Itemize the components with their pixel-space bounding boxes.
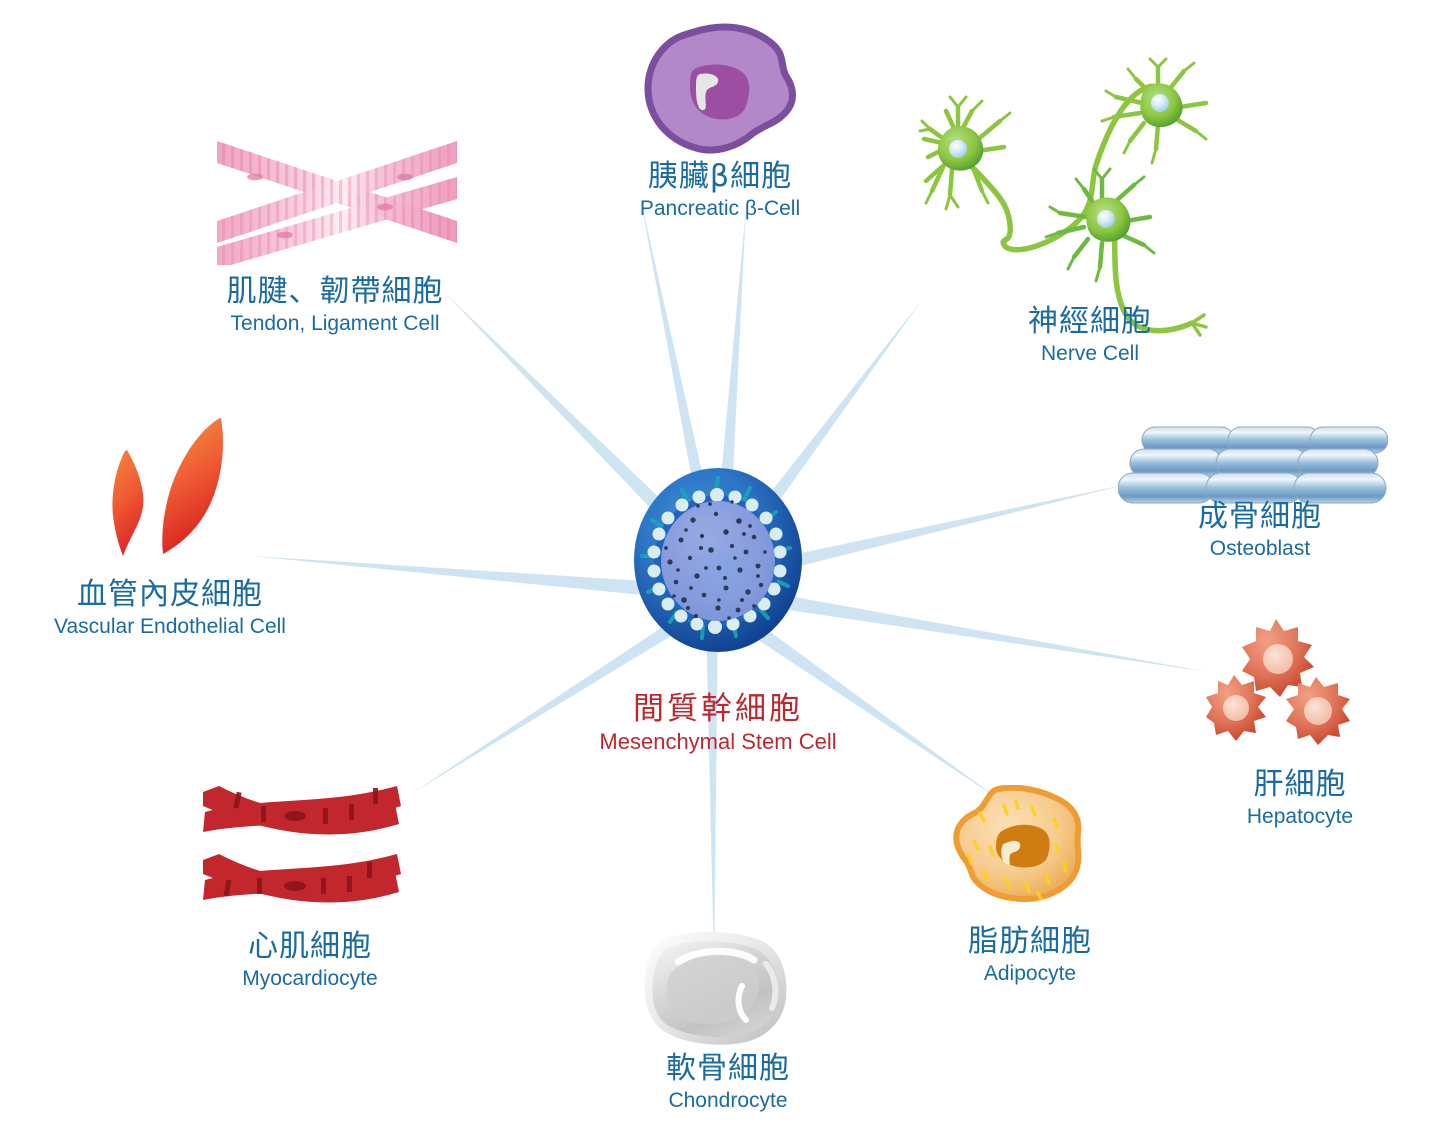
label-vascular-endothelial-zh: 血管內皮細胞 <box>77 577 263 612</box>
label-adipocyte-zh: 脂肪細胞 <box>968 924 1092 959</box>
label-hepatocyte: 肝細胞 Hepatocyte <box>1180 768 1420 828</box>
label-osteoblast-en: Osteoblast <box>1209 536 1311 560</box>
label-vascular-endothelial: 血管內皮細胞 Vascular Endothelial Cell <box>20 578 320 638</box>
hepatocyte-cluster-icon <box>1206 619 1350 745</box>
label-pancreatic-beta-en: Pancreatic β-Cell <box>639 196 801 220</box>
label-hepatocyte-zh: 肝細胞 <box>1253 767 1347 802</box>
label-adipocyte: 脂肪細胞 Adipocyte <box>920 925 1140 985</box>
bone-trabeculae-icon <box>1118 426 1388 504</box>
center-label: 間質幹細胞 Mesenchymal Stem Cell <box>518 692 918 754</box>
label-chondrocyte: 軟骨細胞 Chondrocyte <box>618 1052 838 1112</box>
label-osteoblast-zh: 成骨細胞 <box>1198 499 1322 534</box>
label-osteoblast: 成骨細胞 Osteoblast <box>1135 500 1385 560</box>
label-hepatocyte-en: Hepatocyte <box>1246 804 1354 828</box>
label-chondrocyte-en: Chondrocyte <box>668 1088 788 1112</box>
label-nerve-en: Nerve Cell <box>1040 341 1140 365</box>
center-label-zh: 間質幹細胞 <box>633 691 803 727</box>
label-nerve-zh: 神經細胞 <box>1028 304 1152 339</box>
label-myocardiocyte-en: Myocardiocyte <box>242 966 378 990</box>
label-tendon-ligament-zh: 肌腱、韌帶細胞 <box>226 274 444 309</box>
cartilage-icon <box>644 931 787 1045</box>
adipocyte-icon <box>953 785 1082 902</box>
label-pancreatic-beta: 胰臟β細胞 Pancreatic β-Cell <box>570 160 870 220</box>
label-myocardiocyte-zh: 心肌細胞 <box>248 929 372 964</box>
tendon-ligament-fibers-icon <box>217 141 457 265</box>
label-chondrocyte-zh: 軟骨細胞 <box>666 1051 790 1086</box>
label-adipocyte-en: Adipocyte <box>983 961 1077 985</box>
pancreatic-beta-cell-icon <box>644 23 796 154</box>
label-myocardiocyte: 心肌細胞 Myocardiocyte <box>190 930 430 990</box>
label-tendon-ligament: 肌腱、韌帶細胞 Tendon, Ligament Cell <box>185 275 485 335</box>
label-vascular-endothelial-en: Vascular Endothelial Cell <box>54 614 286 638</box>
neuron-network-icon <box>918 57 1209 337</box>
mesenchymal-stem-cell-icon <box>634 468 802 652</box>
cardiac-muscle-bands-icon <box>203 786 401 903</box>
label-nerve: 神經細胞 Nerve Cell <box>940 305 1240 365</box>
label-pancreatic-beta-zh: 胰臟β細胞 <box>647 159 793 194</box>
label-tendon-ligament-en: Tendon, Ligament Cell <box>230 311 440 335</box>
center-label-en: Mesenchymal Stem Cell <box>599 728 837 754</box>
endothelial-leaf-icon <box>112 418 223 556</box>
